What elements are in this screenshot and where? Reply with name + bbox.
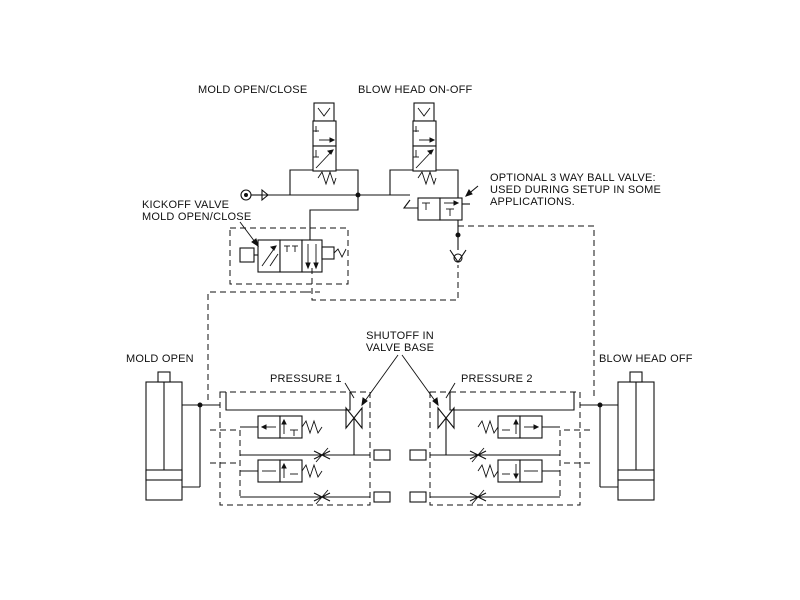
check-valve: [449, 232, 467, 263]
label-shutoff-line1: SHUTOFF IN: [366, 330, 434, 342]
cylinder-mold-open: [145, 371, 203, 501]
label-optional-valve-line2: USED DURING SETUP IN SOME: [490, 184, 662, 196]
air-supply-symbol: [240, 188, 269, 202]
label-optional-valve-line3: APPLICATIONS.: [490, 196, 575, 208]
label-mold-open-close: MOLD OPEN/CLOSE: [198, 84, 308, 96]
solenoid-valve-mold-open-close: [312, 102, 337, 186]
top-manifold-lines: [260, 169, 459, 268]
leader-lines: [239, 221, 456, 407]
solenoid-valve-blow-head: [412, 102, 437, 186]
label-kickoff-line1: KICKOFF VALVE: [142, 199, 230, 211]
label-blow-head-on-off: BLOW HEAD ON-OFF: [358, 84, 473, 96]
label-mold-open: MOLD OPEN: [126, 353, 194, 365]
label-kickoff-line2: MOLD OPEN/CLOSE: [142, 211, 252, 223]
left-valve-base: [199, 391, 391, 506]
optional-ball-valve: [402, 185, 479, 235]
label-shutoff-line2: VALVE BASE: [365, 342, 435, 354]
cylinder-blow-head: [597, 371, 655, 501]
label-pressure-1: PRESSURE 1: [270, 373, 342, 385]
label-optional-valve-line1: OPTIONAL 3 WAY BALL VALVE:: [490, 172, 656, 184]
label-blow-head-off: BLOW HEAD OFF: [599, 353, 693, 365]
right-valve-base: [409, 391, 601, 506]
kickoff-valve: [229, 227, 349, 285]
pilot-lines: [207, 225, 595, 400]
label-pressure-2: PRESSURE 2: [461, 373, 533, 385]
